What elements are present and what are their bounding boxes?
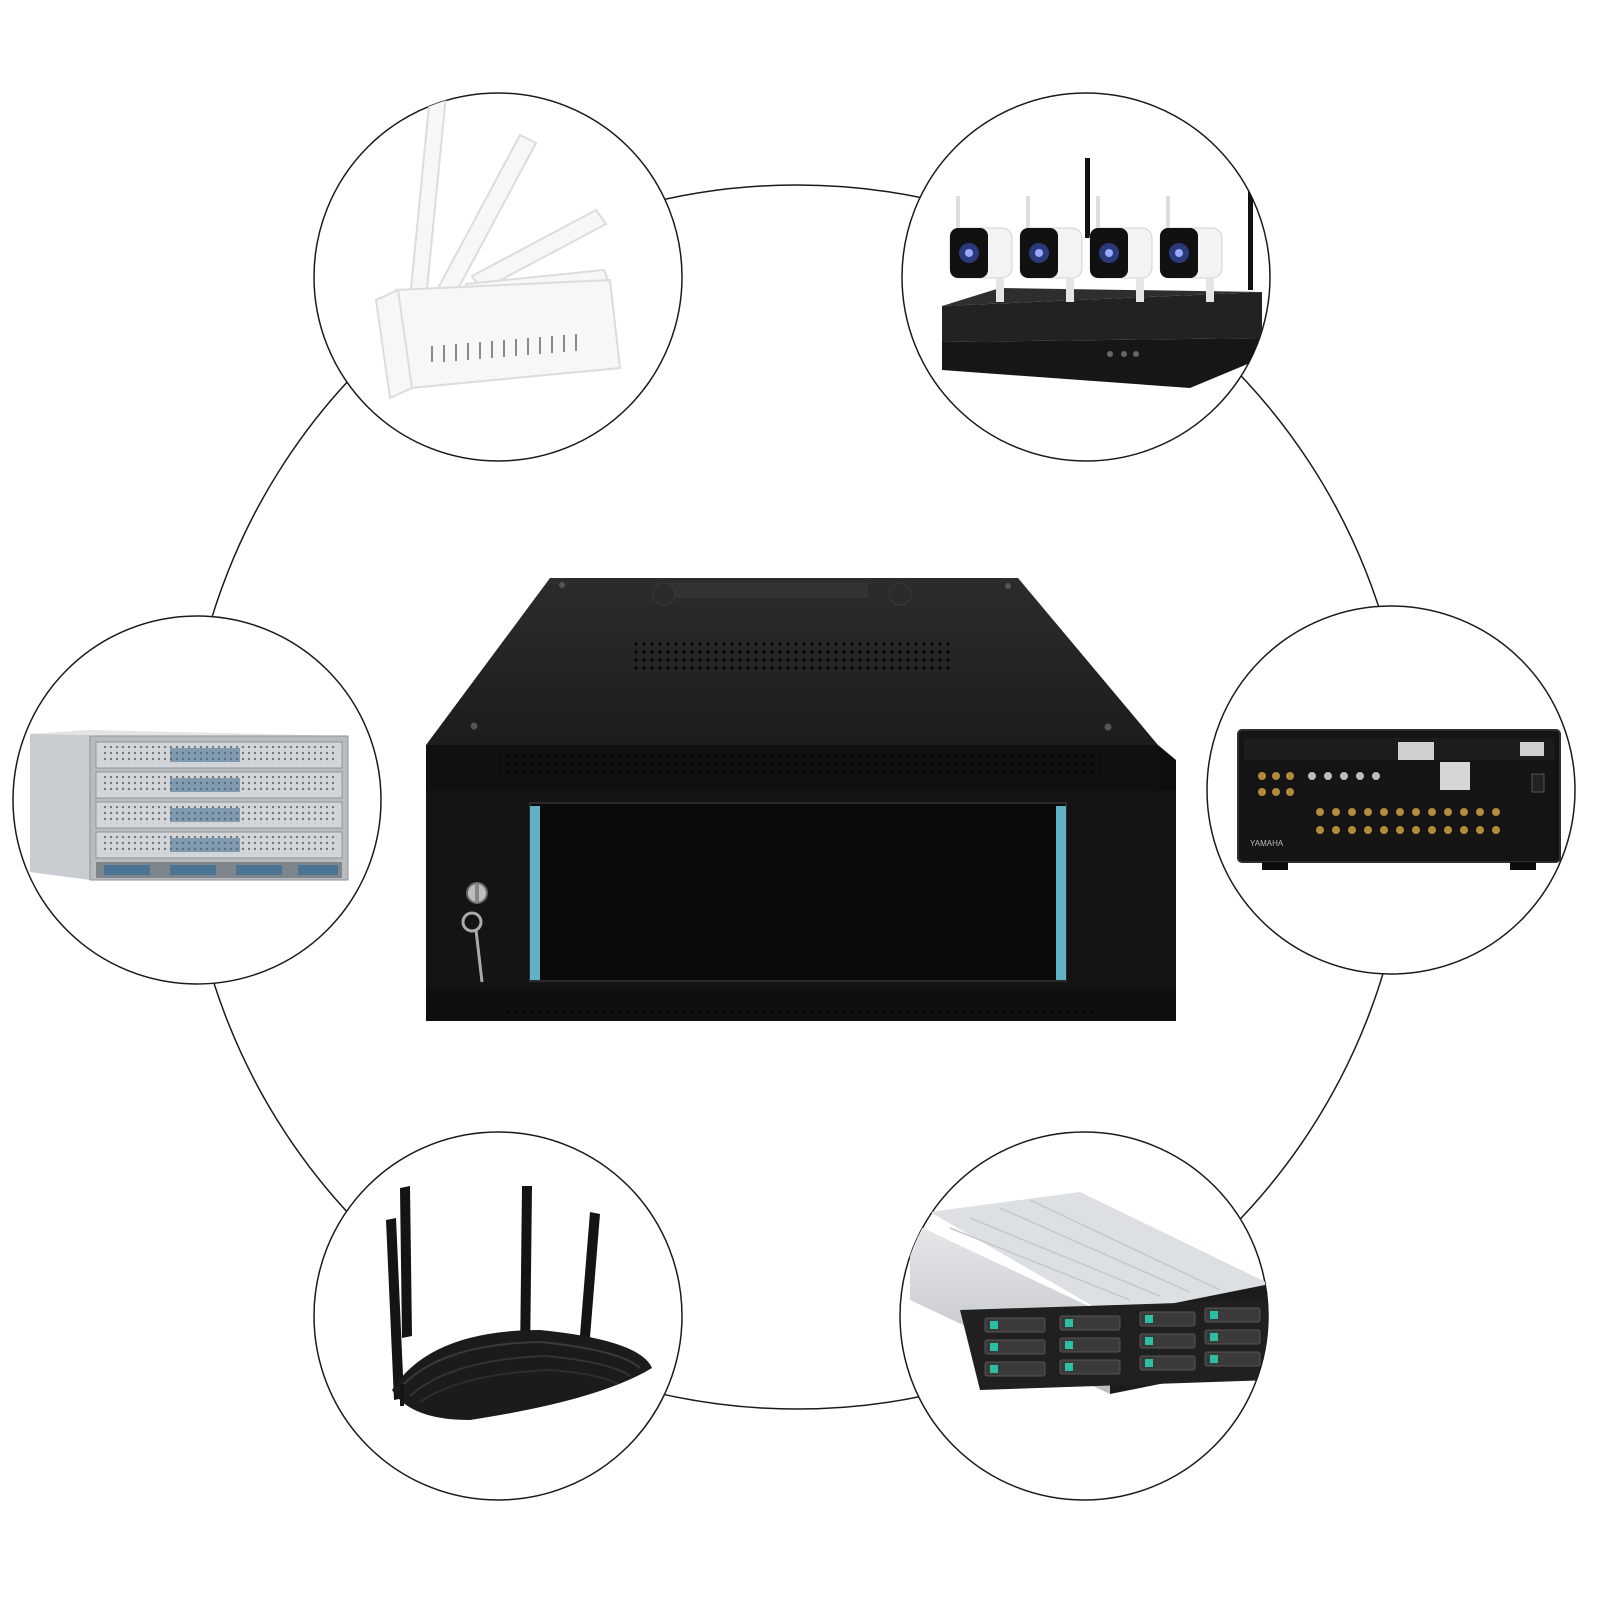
network-wall-cabinet [426, 578, 1176, 1021]
glass-panel [529, 802, 1067, 982]
black-router-icon [386, 1186, 652, 1420]
storage-server-icon [910, 1192, 1268, 1394]
top-vent-grille [632, 637, 950, 673]
av-receiver-icon: YAMAHA [1237, 729, 1561, 870]
camera-1 [949, 196, 1013, 302]
camera-4 [1159, 196, 1223, 302]
blade-slots [95, 741, 343, 859]
door-lock-icon [461, 882, 488, 983]
camera-2 [1019, 196, 1083, 302]
device-circle-black-router [313, 1131, 683, 1501]
security-camera-kit-icon [942, 158, 1262, 388]
blade-server-icon [30, 730, 350, 881]
camera-3 [1089, 196, 1153, 302]
front-vent-grille [500, 752, 1100, 778]
white-router-icon [374, 94, 622, 400]
receiver-brand-text: YAMAHA [1250, 839, 1284, 848]
